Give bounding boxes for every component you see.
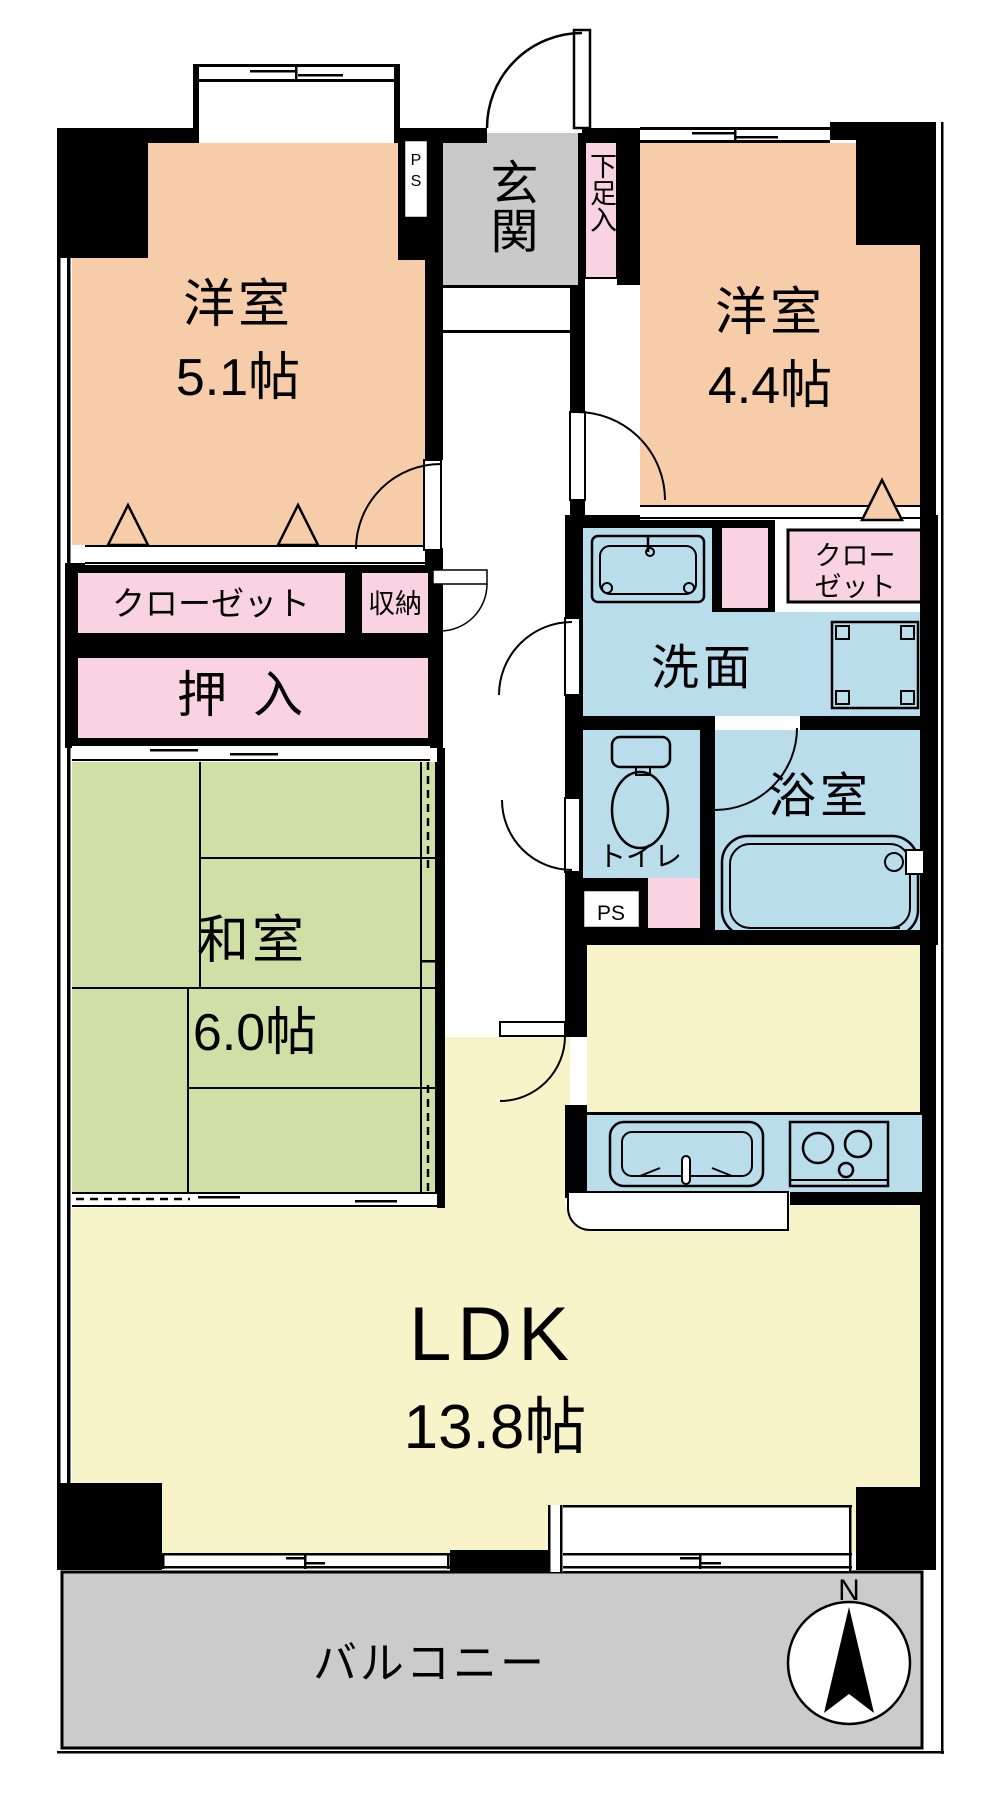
label-ldk-name: LDK bbox=[409, 1292, 575, 1377]
north-arrow-icon bbox=[824, 1607, 874, 1713]
pillar-bottom-right bbox=[856, 1487, 936, 1570]
label-shoe-box: 下足入 bbox=[586, 152, 616, 233]
label-closet-w2-line2: ゼット bbox=[815, 572, 896, 602]
fixtures bbox=[590, 534, 925, 938]
label-ldk-size: 13.8帖 bbox=[404, 1393, 587, 1462]
label-japanese-size: 6.0帖 bbox=[193, 1004, 317, 1062]
walls bbox=[57, 122, 936, 1572]
room-ldk bbox=[72, 945, 920, 1553]
label-oshiire: 押入 bbox=[177, 667, 329, 723]
room-entrance bbox=[443, 133, 578, 285]
closet-w1-box bbox=[78, 573, 345, 633]
label-balcony: バルコニー bbox=[313, 1639, 547, 1688]
room-japanese bbox=[72, 748, 445, 1208]
label-closet-w1: クローゼット bbox=[112, 585, 310, 622]
corner-pillars bbox=[57, 122, 936, 1570]
bay-window-w51 bbox=[193, 64, 400, 143]
stove-icon bbox=[788, 1120, 890, 1188]
pillar-top-left bbox=[57, 128, 148, 258]
label-ps-bottom: PS bbox=[597, 902, 625, 925]
closet-row bbox=[65, 563, 443, 648]
pink-square bbox=[648, 878, 700, 928]
fold-door-triangle bbox=[859, 477, 905, 522]
balcony-area bbox=[60, 1570, 924, 1750]
interior-doors bbox=[355, 411, 800, 1102]
door-washroom bbox=[498, 617, 581, 696]
room-toilet bbox=[583, 730, 700, 878]
bathtub-icon bbox=[720, 834, 925, 938]
pillar-bottom-left bbox=[57, 1483, 162, 1570]
kitchen-counter bbox=[587, 1112, 922, 1192]
label-ps-top: PS bbox=[408, 152, 425, 194]
label-washroom: 洗面 bbox=[651, 642, 755, 695]
balcony-floor bbox=[60, 1570, 924, 1750]
label-japanese-name: 和室 bbox=[197, 912, 307, 970]
closet-w2-box bbox=[786, 528, 924, 604]
label-compass-north: N bbox=[838, 1574, 860, 1607]
compass bbox=[786, 1600, 912, 1726]
pipe-space-box-top bbox=[402, 138, 430, 220]
fold-door-triangle bbox=[275, 502, 321, 547]
room-bathroom bbox=[715, 730, 922, 930]
label-bathroom: 浴室 bbox=[768, 770, 872, 823]
linen-strip bbox=[722, 528, 768, 608]
label-western1-size: 5.1帖 bbox=[176, 349, 300, 407]
label-toilet: トイレ bbox=[598, 841, 682, 872]
label-western2-size: 4.4帖 bbox=[708, 357, 832, 415]
washitsu-top-sliding-door bbox=[72, 744, 430, 762]
w44-closet-doors bbox=[640, 477, 920, 522]
entrance-step bbox=[443, 285, 578, 333]
washer-pan-icon bbox=[830, 620, 920, 710]
label-entrance: 玄関 bbox=[483, 158, 537, 254]
vanity-sink-icon bbox=[590, 534, 706, 604]
room-washroom bbox=[583, 612, 922, 716]
label-western2-name: 洋室 bbox=[715, 284, 825, 342]
tatami-lines bbox=[72, 762, 437, 1192]
label-western1-name: 洋室 bbox=[183, 276, 293, 334]
door-storage bbox=[432, 569, 488, 632]
labels: 洋室 5.1帖 洋室 4.4帖 和室 6.0帖 LDK 13.8帖 玄関 下足入… bbox=[112, 152, 896, 1688]
bottom-windows bbox=[162, 1505, 852, 1572]
door-bathroom bbox=[714, 716, 800, 811]
outer-boundary-lines bbox=[57, 122, 944, 1754]
kitchen-lower-counter bbox=[567, 1191, 789, 1231]
oshiire-row bbox=[65, 648, 443, 748]
w51-closet-doors bbox=[85, 502, 425, 565]
fold-door-triangle bbox=[105, 502, 151, 547]
pillar-top-right bbox=[856, 122, 936, 245]
door-ldk bbox=[499, 1021, 566, 1102]
pipe-space-box bbox=[581, 888, 642, 930]
door-toilet bbox=[501, 797, 581, 873]
kitchen bbox=[567, 1112, 922, 1231]
door-w44 bbox=[569, 411, 666, 501]
label-closet-w2-line1: クロー bbox=[815, 541, 896, 571]
entry-door bbox=[485, 28, 592, 130]
kitchen-sink-icon bbox=[608, 1120, 765, 1188]
storage-box bbox=[362, 573, 428, 633]
window-w44 bbox=[640, 127, 830, 143]
door-w51 bbox=[355, 459, 442, 551]
oshiire-box bbox=[78, 658, 428, 738]
toilet-icon bbox=[610, 735, 672, 850]
label-storage: 収納 bbox=[368, 589, 422, 619]
